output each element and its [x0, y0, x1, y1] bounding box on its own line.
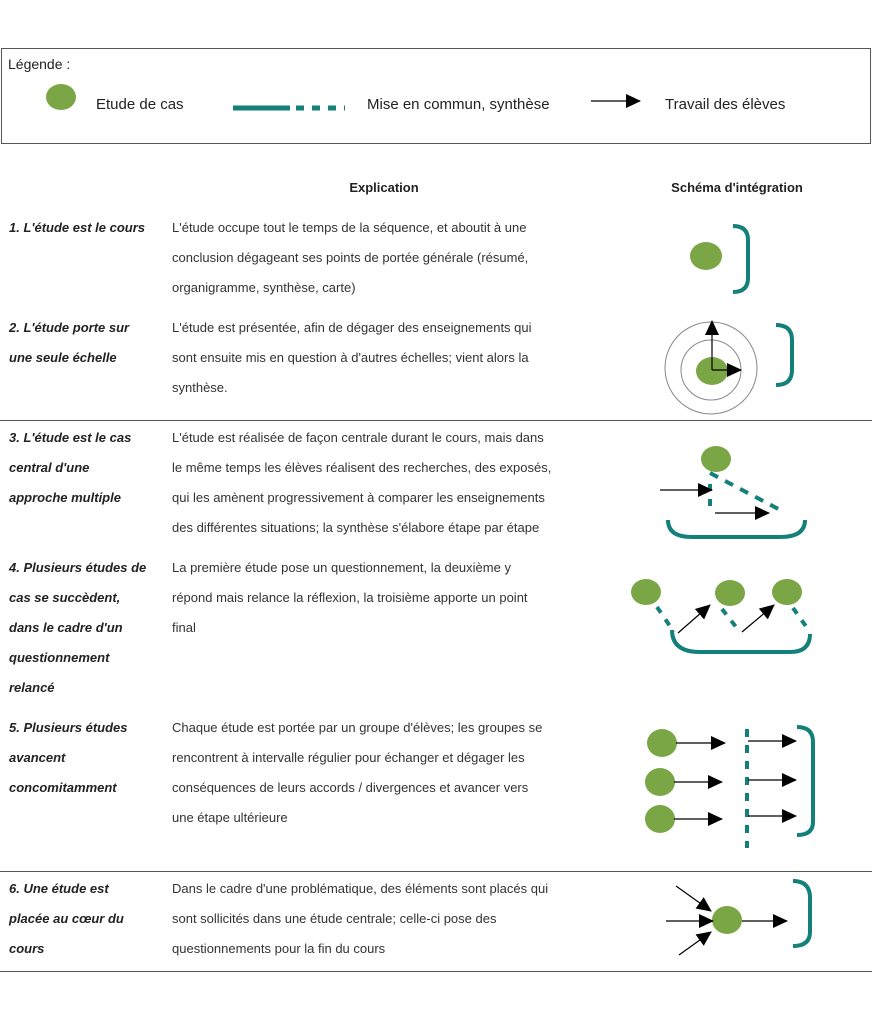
text-line: le même temps les élèves réalisent des r…	[172, 460, 552, 475]
row-1-explanation: L'étude occupe tout le temps de la séque…	[172, 213, 612, 303]
text-line: une étape ultérieure	[172, 810, 288, 825]
label-line: 2. L'étude porte sur	[9, 320, 130, 335]
label-line: 3. L'étude est le cas	[9, 430, 132, 445]
row-divider	[0, 871, 872, 872]
text-line: final	[172, 620, 196, 635]
row-3-explanation: L'étude est réalisée de façon centrale d…	[172, 423, 612, 543]
text-line: des différentes situations; la synthèse …	[172, 520, 540, 535]
label-line: approche multiple	[9, 490, 121, 505]
row-6-explanation: Dans le cadre d'une problématique, des é…	[172, 874, 612, 964]
text-line: organigramme, synthèse, carte)	[172, 280, 356, 295]
header-schema: Schéma d'intégration	[671, 180, 803, 195]
label-line: 1. L'étude est le cours	[9, 220, 146, 235]
label-line: 5. Plusieurs études	[9, 720, 128, 735]
label-line: cours	[9, 941, 45, 956]
text-line: L'étude occupe tout le temps de la séque…	[172, 220, 527, 235]
label-line: cas se succèdent,	[9, 590, 121, 605]
schema-3	[660, 446, 807, 539]
legend-case-study-label: Etude de cas	[96, 96, 184, 113]
text-line: L'étude est présentée, afin de dégager d…	[172, 320, 532, 335]
row-1-label: 1. L'étude est le cours	[9, 213, 169, 243]
label-line: questionnement	[9, 650, 110, 665]
label-line: relancé	[9, 680, 55, 695]
row-3-label: 3. L'étude est le cas central d'une appr…	[9, 423, 169, 513]
text-line: conclusion dégageant ses points de porté…	[172, 250, 529, 265]
text-line: synthèse.	[172, 380, 228, 395]
schema-5	[645, 725, 815, 848]
text-line: questionnements pour la fin du cours	[172, 941, 386, 956]
text-line: rencontrent à intervalle régulier pour é…	[172, 750, 525, 765]
row-4-explanation: La première étude pose un questionnement…	[172, 553, 612, 643]
schema-1	[690, 224, 750, 294]
legend-box	[1, 48, 871, 144]
text-line: Chaque étude est portée par un groupe d'…	[172, 720, 543, 735]
schema-2	[664, 320, 794, 415]
legend-title: Légende :	[8, 56, 71, 72]
row-divider	[0, 971, 872, 972]
row-2-label: 2. L'étude porte sur une seule échelle	[9, 313, 169, 373]
legend-case-study-icon	[46, 84, 76, 110]
text-line: répond mais relance la réflexion, la tro…	[172, 590, 528, 605]
label-line: central d'une	[9, 460, 90, 475]
schema-6	[666, 879, 812, 956]
label-line: 6. Une étude est	[9, 881, 109, 896]
row-5-label: 5. Plusieurs études avancent concomitamm…	[9, 713, 169, 803]
legend-student-work-label: Travail des élèves	[665, 96, 786, 113]
label-line: 4. Plusieurs études de	[9, 560, 147, 575]
header-explanation: Explication	[349, 180, 419, 195]
text-line: sont ensuite mis en question à d'autres …	[172, 350, 529, 365]
label-line: concomitamment	[9, 780, 117, 795]
schema-4	[631, 579, 812, 654]
text-line: sont sollicités dans une étude centrale;…	[172, 911, 497, 926]
row-divider	[0, 420, 872, 421]
row-5-explanation: Chaque étude est portée par un groupe d'…	[172, 713, 612, 833]
label-line: une seule échelle	[9, 350, 117, 365]
label-line: avancent	[9, 750, 66, 765]
label-line: dans le cadre d'un	[9, 620, 123, 635]
text-line: La première étude pose un questionnement…	[172, 560, 511, 575]
text-line: Dans le cadre d'une problématique, des é…	[172, 881, 549, 896]
text-line: qui les amènent progressivement à compar…	[172, 490, 545, 505]
text-line: L'étude est réalisée de façon centrale d…	[172, 430, 544, 445]
row-6-label: 6. Une étude est placée au cœur du cours	[9, 874, 169, 964]
text-line: conséquences de leurs accords / divergen…	[172, 780, 529, 795]
label-line: placée au cœur du	[9, 911, 124, 926]
row-4-label: 4. Plusieurs études de cas se succèdent,…	[9, 553, 169, 703]
legend-synthesis-label: Mise en commun, synthèse	[367, 96, 550, 113]
row-2-explanation: L'étude est présentée, afin de dégager d…	[172, 313, 612, 403]
